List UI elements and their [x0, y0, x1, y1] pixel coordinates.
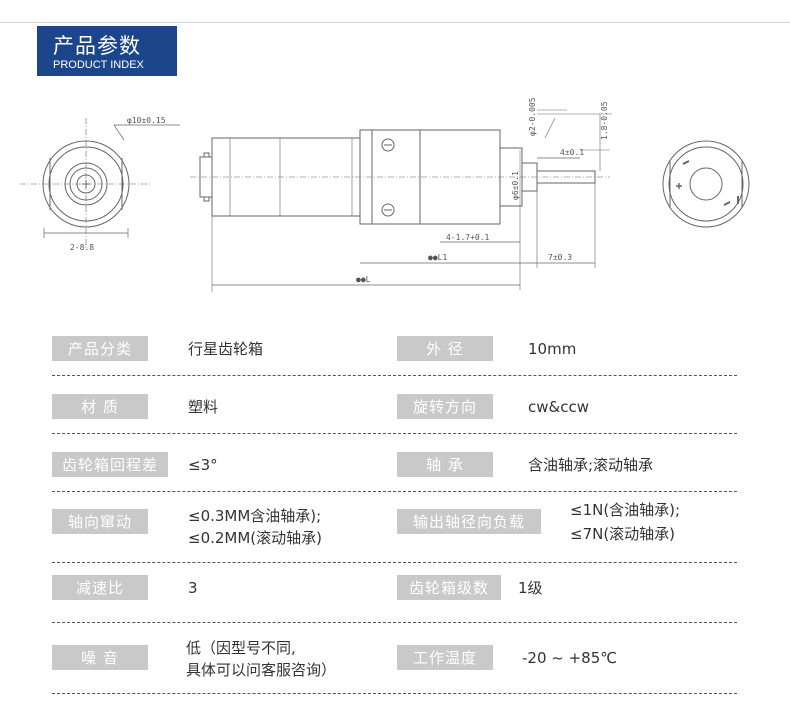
spec-value: ≤1N(含油轴承); — [570, 501, 681, 519]
dim-d8: ●●L1 — [428, 253, 447, 262]
technical-drawing: φ10±0.15 2-8.8 φ2-0.005 1.8-0.05 φ6±0.1 … — [20, 97, 750, 292]
spec-label: 齿轮箱回程差 — [52, 452, 168, 477]
spec-value: 低（因型号不同, — [186, 639, 296, 657]
spec-value: 具体可以问客服咨询） — [186, 661, 337, 679]
spec-label: 减速比 — [52, 575, 148, 600]
header-title-cn: 产品参数 — [53, 34, 141, 58]
spec-label: 材 质 — [52, 394, 148, 419]
spec-label: 产品分类 — [52, 336, 148, 361]
dim-d10: ●●L — [356, 275, 371, 284]
dashed-divider — [52, 693, 737, 694]
dashed-divider — [52, 375, 737, 376]
spec-value: ≤3° — [188, 456, 218, 474]
right-end-view — [662, 140, 750, 228]
spec-value: 1级 — [518, 579, 543, 597]
dim-d7: 2-8.8 — [70, 243, 94, 252]
spec-value: ≤0.3MM含油轴承); — [188, 507, 322, 525]
spec-value: ≤7N(滚动轴承) — [570, 525, 676, 543]
spec-label: 旋转方向 — [397, 394, 493, 419]
spec-value: 3 — [188, 579, 198, 597]
spec-value: 塑料 — [188, 398, 219, 416]
dim-d6: 4-1.7+0.1 — [446, 233, 490, 242]
spec-label: 外 径 — [397, 336, 493, 361]
dim-d9: 7±0.3 — [548, 253, 572, 262]
spec-value: cw&ccw — [528, 398, 589, 416]
left-end-view — [20, 118, 180, 250]
spec-value: ≤0.2MM(滚动轴承) — [188, 529, 323, 547]
spec-label: 轴 承 — [397, 452, 493, 477]
spec-label: 齿轮箱级数 — [397, 575, 501, 600]
spec-value: 10mm — [528, 340, 577, 358]
spec-value: -20 ~ +85℃ — [522, 649, 618, 667]
spec-label: 轴向窜动 — [52, 509, 148, 534]
dim-d3: 1.8-0.05 — [600, 101, 609, 140]
spec-value: 行星齿轮箱 — [188, 340, 264, 358]
top-rule — [0, 22, 790, 23]
side-view — [190, 109, 612, 292]
header-title-en: PRODUCT INDEX — [53, 59, 144, 71]
dashed-divider — [52, 562, 737, 563]
spec-value: 含油轴承;滚动轴承 — [528, 456, 654, 474]
section-header: 产品参数 PRODUCT INDEX — [37, 26, 177, 76]
dim-d1: φ10±0.15 — [127, 116, 166, 125]
dim-d5: 4±0.1 — [560, 148, 584, 157]
spec-label: 噪 音 — [52, 645, 148, 670]
dashed-divider — [52, 491, 737, 492]
dim-d2: φ2-0.005 — [528, 97, 537, 136]
spec-label: 输出轴径向负载 — [397, 509, 541, 534]
dim-d4: φ6±0.1 — [511, 171, 520, 200]
dashed-divider — [52, 622, 737, 623]
dashed-divider — [52, 433, 737, 434]
spec-label: 工作温度 — [397, 645, 493, 670]
